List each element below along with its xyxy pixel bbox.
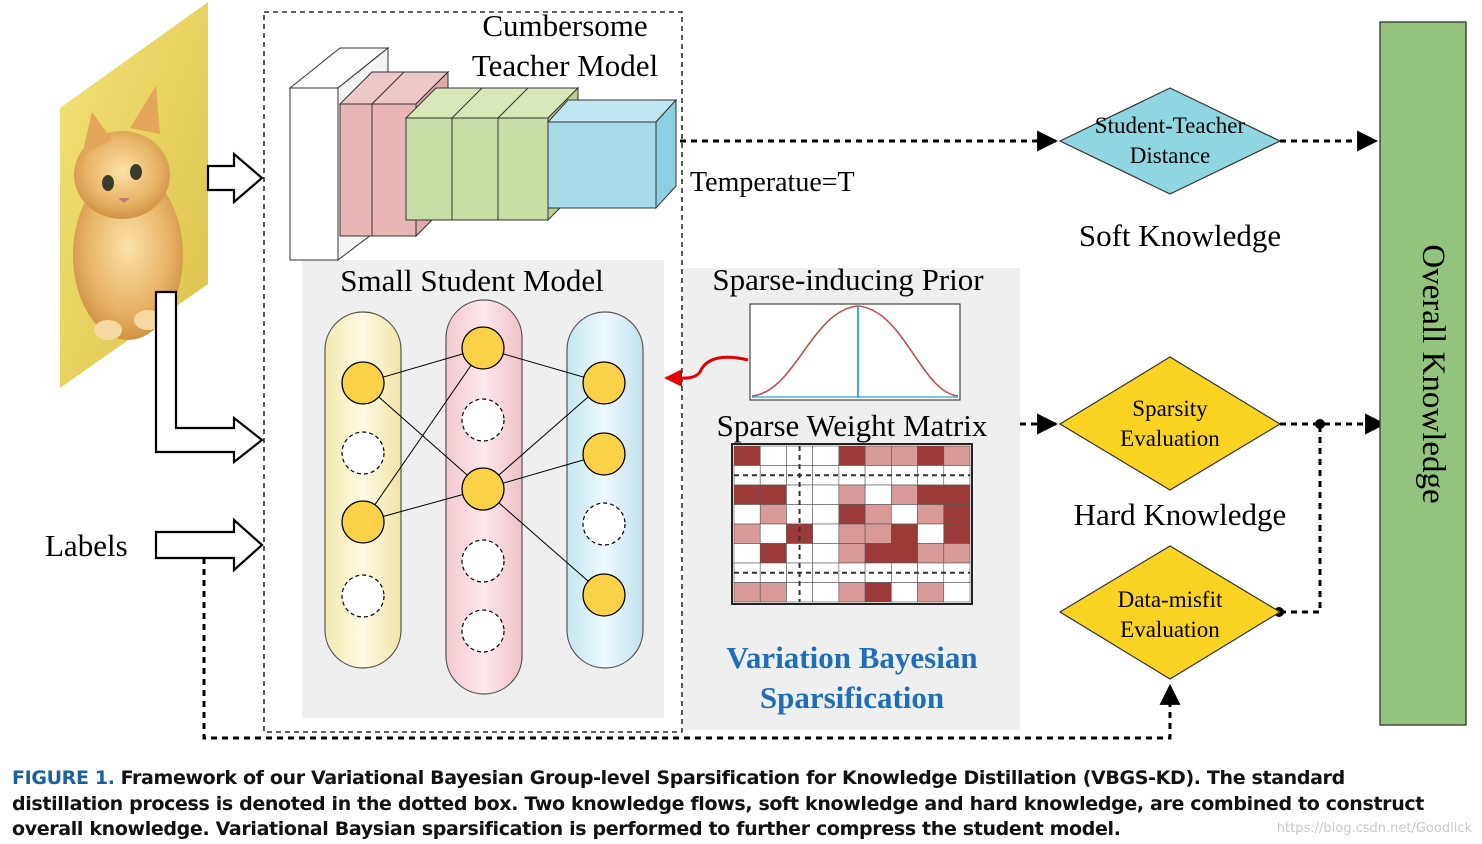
matrix-cell xyxy=(838,582,866,603)
matrix-cell xyxy=(864,504,892,525)
hard-knowledge-label: Hard Knowledge xyxy=(1074,497,1287,532)
labels-text: Labels xyxy=(45,528,128,563)
matrix-cell xyxy=(812,582,840,603)
matrix-cell xyxy=(891,523,918,544)
arrow-labels xyxy=(154,517,264,573)
matrix-cell xyxy=(864,523,892,544)
matrix-cell xyxy=(943,582,971,603)
bayes-title-line2: Sparsification xyxy=(760,680,944,715)
overall-knowledge-box xyxy=(1379,21,1467,726)
matrix-cell xyxy=(733,504,761,525)
arrow-to-student xyxy=(154,290,264,465)
matrix-cell xyxy=(891,465,918,486)
matrix-cell xyxy=(917,562,945,583)
framework-diagram: Cumbersome Teacher Model Temperatue=T La… xyxy=(45,2,1467,740)
misfit-line1: Data-misfit xyxy=(1118,587,1223,612)
matrix-cell xyxy=(864,582,892,603)
soft-knowledge-label: Soft Knowledge xyxy=(1079,218,1281,253)
matrix-cell xyxy=(759,445,787,466)
matrix-cell xyxy=(917,582,945,603)
junction-dot xyxy=(1315,419,1325,429)
matrix-cell xyxy=(943,523,971,544)
caption-text: Framework of our Variational Bayesian Gr… xyxy=(12,767,1425,840)
bayes-title-line1: Variation Bayesian xyxy=(726,640,977,675)
matrix-cell xyxy=(943,562,971,583)
prior-title: Sparse-inducing Prior xyxy=(712,262,984,297)
matrix-cell xyxy=(891,543,918,564)
sparsity-diamond xyxy=(1058,356,1282,491)
matrix-cell xyxy=(759,543,787,564)
matrix-cell xyxy=(917,523,945,544)
matrix-cell xyxy=(838,504,866,525)
matrix-cell xyxy=(759,484,787,505)
student-title: Small Student Model xyxy=(340,263,604,298)
matrix-cell xyxy=(812,543,840,564)
prior-plot xyxy=(749,303,961,401)
matrix-title: Sparse Weight Matrix xyxy=(717,408,988,443)
matrix-cell xyxy=(943,445,971,466)
teacher-title-line1: Cumbersome xyxy=(482,8,647,43)
matrix-cell xyxy=(917,445,945,466)
matrix-cell xyxy=(891,582,918,603)
matrix-cell xyxy=(891,445,918,466)
matrix-cell xyxy=(812,445,840,466)
flow-arrows xyxy=(202,130,1387,740)
matrix-cell xyxy=(943,504,971,525)
matrix-cell xyxy=(917,504,945,525)
matrix-cell xyxy=(864,543,892,564)
teacher-title-line2: Teacher Model xyxy=(472,48,658,83)
matrix-cell xyxy=(838,445,866,466)
matrix-cell xyxy=(733,582,761,603)
matrix-cell xyxy=(733,445,761,466)
matrix-cell xyxy=(943,484,971,505)
matrix-cell xyxy=(917,465,945,486)
matrix-cell xyxy=(733,523,761,544)
matrix-cell xyxy=(812,484,840,505)
matrix-cell xyxy=(812,523,840,544)
matrix-cell xyxy=(891,504,918,525)
input-image-cat xyxy=(60,2,208,388)
figure-caption: FIGURE 1.Framework of our Variational Ba… xyxy=(12,766,1452,843)
arrow-to-teacher xyxy=(206,151,264,205)
matrix-cell xyxy=(733,543,761,564)
matrix-cell xyxy=(733,484,761,505)
teacher-model-blocks xyxy=(288,46,678,262)
matrix-cell xyxy=(943,465,971,486)
matrix-cell xyxy=(759,582,787,603)
matrix-cell xyxy=(891,484,918,505)
distance-diamond xyxy=(1058,87,1282,195)
overall-knowledge-label: Overall Knowledge xyxy=(1415,244,1451,503)
sparsity-line2: Evaluation xyxy=(1120,426,1220,451)
matrix-cell xyxy=(759,523,787,544)
matrix-cell xyxy=(891,562,918,583)
matrix-cell xyxy=(864,445,892,466)
matrix-cell xyxy=(838,543,866,564)
matrix-cell xyxy=(812,504,840,525)
misfit-diamond xyxy=(1058,545,1282,680)
distance-line2: Distance xyxy=(1130,143,1210,168)
matrix-cell xyxy=(759,504,787,525)
matrix-cell xyxy=(838,523,866,544)
prior-to-student-arrow xyxy=(664,355,749,388)
matrix-cell xyxy=(943,543,971,564)
misfit-line2: Evaluation xyxy=(1120,617,1220,642)
matrix-cell xyxy=(864,484,892,505)
matrix-cell xyxy=(838,484,866,505)
watermark: https://blog.csdn.net/Goodlick xyxy=(1276,821,1472,836)
distance-line1: Student-Teacher xyxy=(1095,113,1246,138)
figure-label: FIGURE 1. xyxy=(12,767,115,789)
sparsity-line1: Sparsity xyxy=(1132,396,1208,421)
matrix-cell xyxy=(917,484,945,505)
matrix-cells xyxy=(733,445,971,603)
input-arrows xyxy=(154,151,264,573)
student-network xyxy=(324,299,644,695)
matrix-cell xyxy=(917,543,945,564)
temperature-label: Temperatue=T xyxy=(690,167,855,198)
